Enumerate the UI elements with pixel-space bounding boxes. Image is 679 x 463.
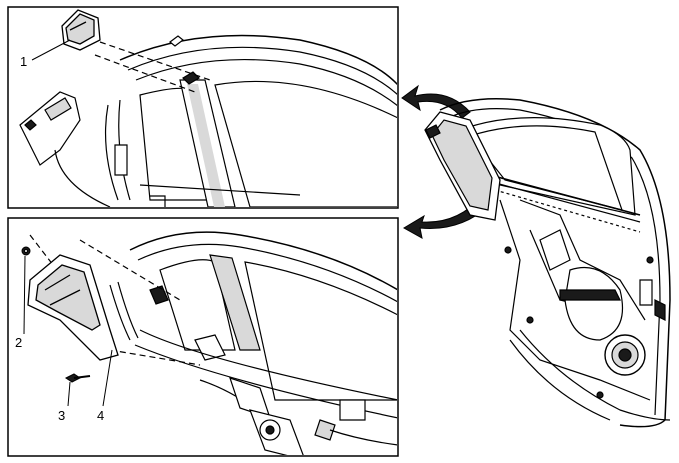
callout-4: 4	[97, 408, 104, 423]
top-detail-panel: 1	[7, 6, 399, 209]
door-trim-panel-4	[27, 254, 119, 361]
callout-3: 3	[58, 408, 65, 423]
callout-2: 2	[15, 335, 22, 350]
trim-piece-top	[61, 9, 101, 51]
leader-line-1	[31, 39, 71, 61]
callout-1: 1	[20, 54, 27, 69]
screw-2	[21, 246, 31, 256]
door-overview	[424, 98, 671, 428]
bottom-detail-panel: 2 3 4	[7, 217, 399, 457]
screw-3	[65, 373, 91, 383]
leader-line-2	[23, 255, 26, 335]
leader-line-4	[102, 349, 113, 407]
leader-line-3	[67, 381, 71, 407]
arrow-up-icon	[401, 84, 471, 119]
